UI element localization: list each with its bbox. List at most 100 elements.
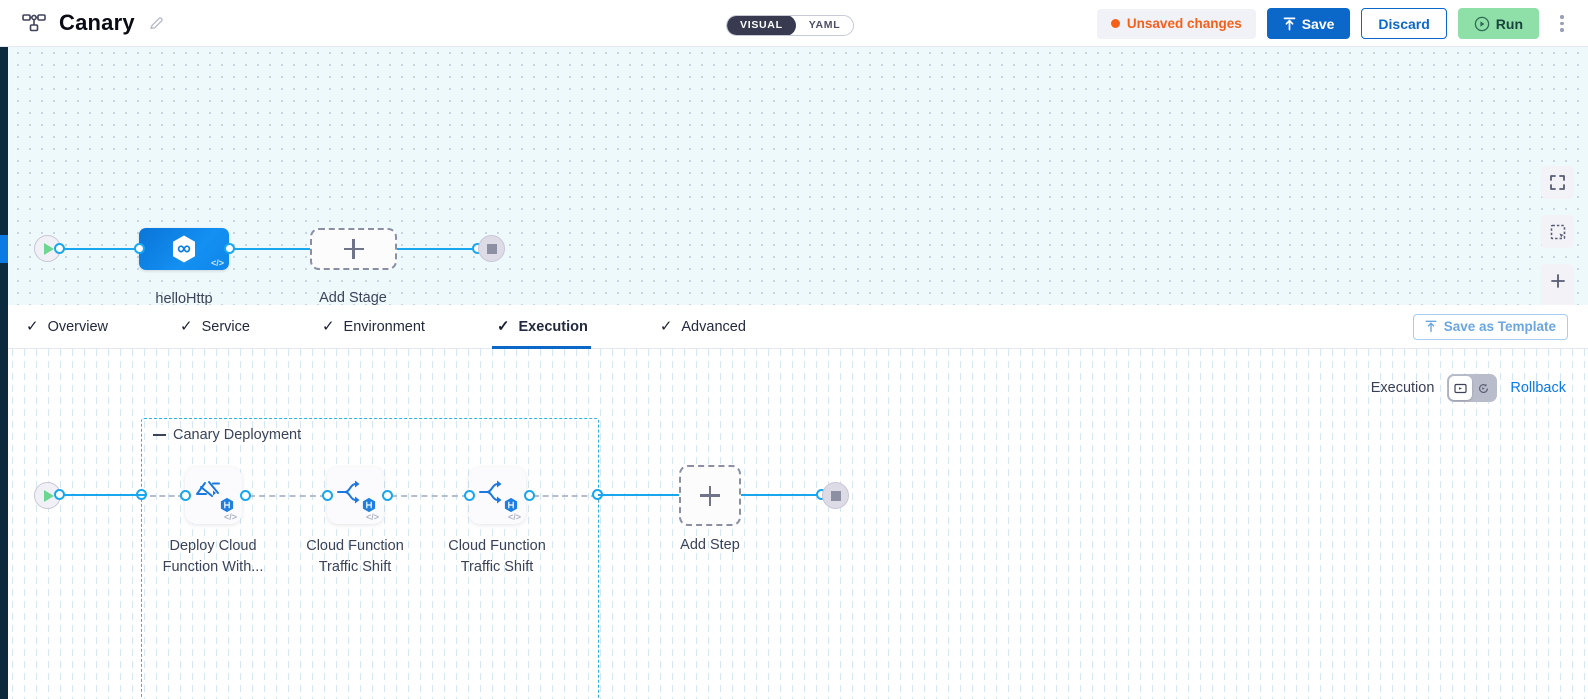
port-hellohttp-in[interactable] [134,243,145,254]
harness-badge-icon [361,497,377,513]
execution-mode-label: Execution [1370,380,1435,396]
step-code-badge: </> [365,512,379,522]
check-icon: ✓ [180,318,193,335]
step-node-traffic-shift-2[interactable]: </> [469,467,526,524]
step-label-line1: Cloud Function [306,538,404,554]
execution-view-icon[interactable] [1449,376,1473,400]
harness-badge-icon [503,497,519,513]
end-node[interactable] [478,235,505,262]
step-label-traffic-shift-2: Cloud Function Traffic Shift [416,536,578,578]
left-rail-active-indicator [0,235,8,263]
kebab-menu-icon[interactable] [1550,8,1574,39]
unsaved-changes-label: Unsaved changes [1126,16,1242,31]
port-step1-in[interactable] [180,490,191,501]
save-as-template-button[interactable]: Save as Template [1412,313,1568,340]
edge-step3-to-group-out [533,495,597,497]
check-icon: ✓ [26,318,39,335]
step-label-line2: Traffic Shift [318,559,392,575]
port-step3-out[interactable] [524,490,535,501]
run-button-label: Run [1495,15,1523,32]
edge-hellohttp-to-addstage [228,248,313,250]
port-step3-in[interactable] [464,490,475,501]
unsaved-changes-badge: Unsaved changes [1096,8,1256,39]
step-label-line1: Cloud Function [448,538,546,554]
start-play-icon [44,242,54,255]
discard-button[interactable]: Discard [1361,8,1447,39]
discard-button-label: Discard [1378,15,1430,32]
traffic-shift-icon [479,480,502,504]
toggle-option-yaml[interactable]: YAML [808,19,841,31]
save-button[interactable]: Save [1266,8,1351,39]
port-start-out[interactable] [54,489,65,500]
step-code-badge: </> [223,512,237,522]
tab-label: Environment [343,318,425,335]
step-label-deploy-cloud-function: Deploy Cloud Function With... [132,536,294,578]
execution-controls-group: Execution Rollback [1371,374,1566,402]
stop-square-icon [486,243,497,254]
fullscreen-icon[interactable] [1541,166,1574,199]
step-label-line1: Deploy Cloud [169,538,257,554]
plus-icon [352,239,355,259]
edge-step1-to-step2 [249,495,326,497]
zoom-out-icon[interactable] [1541,297,1574,305]
kebab-dot [1560,28,1564,32]
tab-label: Overview [47,318,109,335]
collapse-dash-icon[interactable] [153,434,166,436]
toggle-option-visual[interactable]: VISUAL [727,16,796,35]
top-header-bar: Canary VISUAL YAML Unsaved changes Save [0,0,1588,47]
config-tabs-bar: ✓ Overview ✓ Service ✓ Environment ✓ Exe… [0,305,1588,349]
port-start-out[interactable] [54,243,65,254]
port-hellohttp-out[interactable] [224,243,235,254]
config-tabs: ✓ Overview ✓ Service ✓ Environment ✓ Exe… [0,305,816,349]
stage-code-badge: </> [210,258,224,268]
select-area-icon[interactable] [1541,215,1574,248]
execution-rollback-toggle[interactable] [1447,374,1498,402]
kebab-dot [1560,15,1564,19]
add-stage-button[interactable] [310,228,397,270]
kebab-dot [1560,21,1564,26]
tab-overview[interactable]: ✓ Overview [24,305,130,349]
end-node[interactable] [822,482,849,509]
hexagon-infinity-icon [173,235,195,263]
add-step-button[interactable] [679,465,741,526]
harness-badge-icon [219,497,235,513]
port-step2-in[interactable] [322,490,333,501]
tab-advanced[interactable]: ✓ Advanced [658,305,768,349]
traffic-shift-icon [337,480,360,504]
zoom-in-icon[interactable] [1541,264,1574,297]
tab-execution[interactable]: ✓ Execution [491,305,610,349]
tab-label: Service [201,318,250,335]
stop-square-icon [830,490,841,501]
start-play-icon [44,489,54,502]
step-label-traffic-shift-1: Cloud Function Traffic Shift [274,536,436,578]
stage-node-hellohttp[interactable]: </> [139,228,229,270]
step-group-canary-deployment[interactable] [141,418,599,699]
step-code-badge: </> [507,512,521,522]
edge-group-to-addstep [598,494,682,496]
port-step2-out[interactable] [382,490,393,501]
edge-start-to-hellohttp [57,248,142,250]
header-actions-group: Unsaved changes Save Discard Run [1096,0,1574,47]
tab-service[interactable]: ✓ Service [178,305,272,349]
rollback-view-icon[interactable] [1472,376,1495,400]
zoom-controls-group [1541,264,1574,305]
check-icon: ✓ [321,318,335,335]
edge-start-to-group [57,494,145,496]
execution-steps-canvas[interactable]: Canary Deployment </> [0,349,1588,699]
stage-graph-canvas[interactable]: </> helloHttp Add Stage [0,47,1588,305]
add-stage-label: Add Stage [319,290,387,305]
step-node-traffic-shift-1[interactable]: </> [327,467,384,524]
run-button[interactable]: Run [1457,8,1539,39]
port-step1-out[interactable] [240,490,251,501]
edge-group-in-to-step1 [150,495,184,497]
page-title: Canary [59,10,135,35]
rollback-link[interactable]: Rollback [1510,380,1566,396]
tab-environment[interactable]: ✓ Environment [320,305,447,349]
add-step-label: Add Step [680,537,740,553]
step-node-deploy-cloud-function[interactable]: </> [185,467,242,524]
header-left-group: Canary [0,10,165,36]
view-mode-toggle[interactable]: VISUAL YAML [726,15,855,36]
step-label-line2: Function With... [162,559,264,575]
pencil-edit-icon[interactable] [148,15,165,32]
